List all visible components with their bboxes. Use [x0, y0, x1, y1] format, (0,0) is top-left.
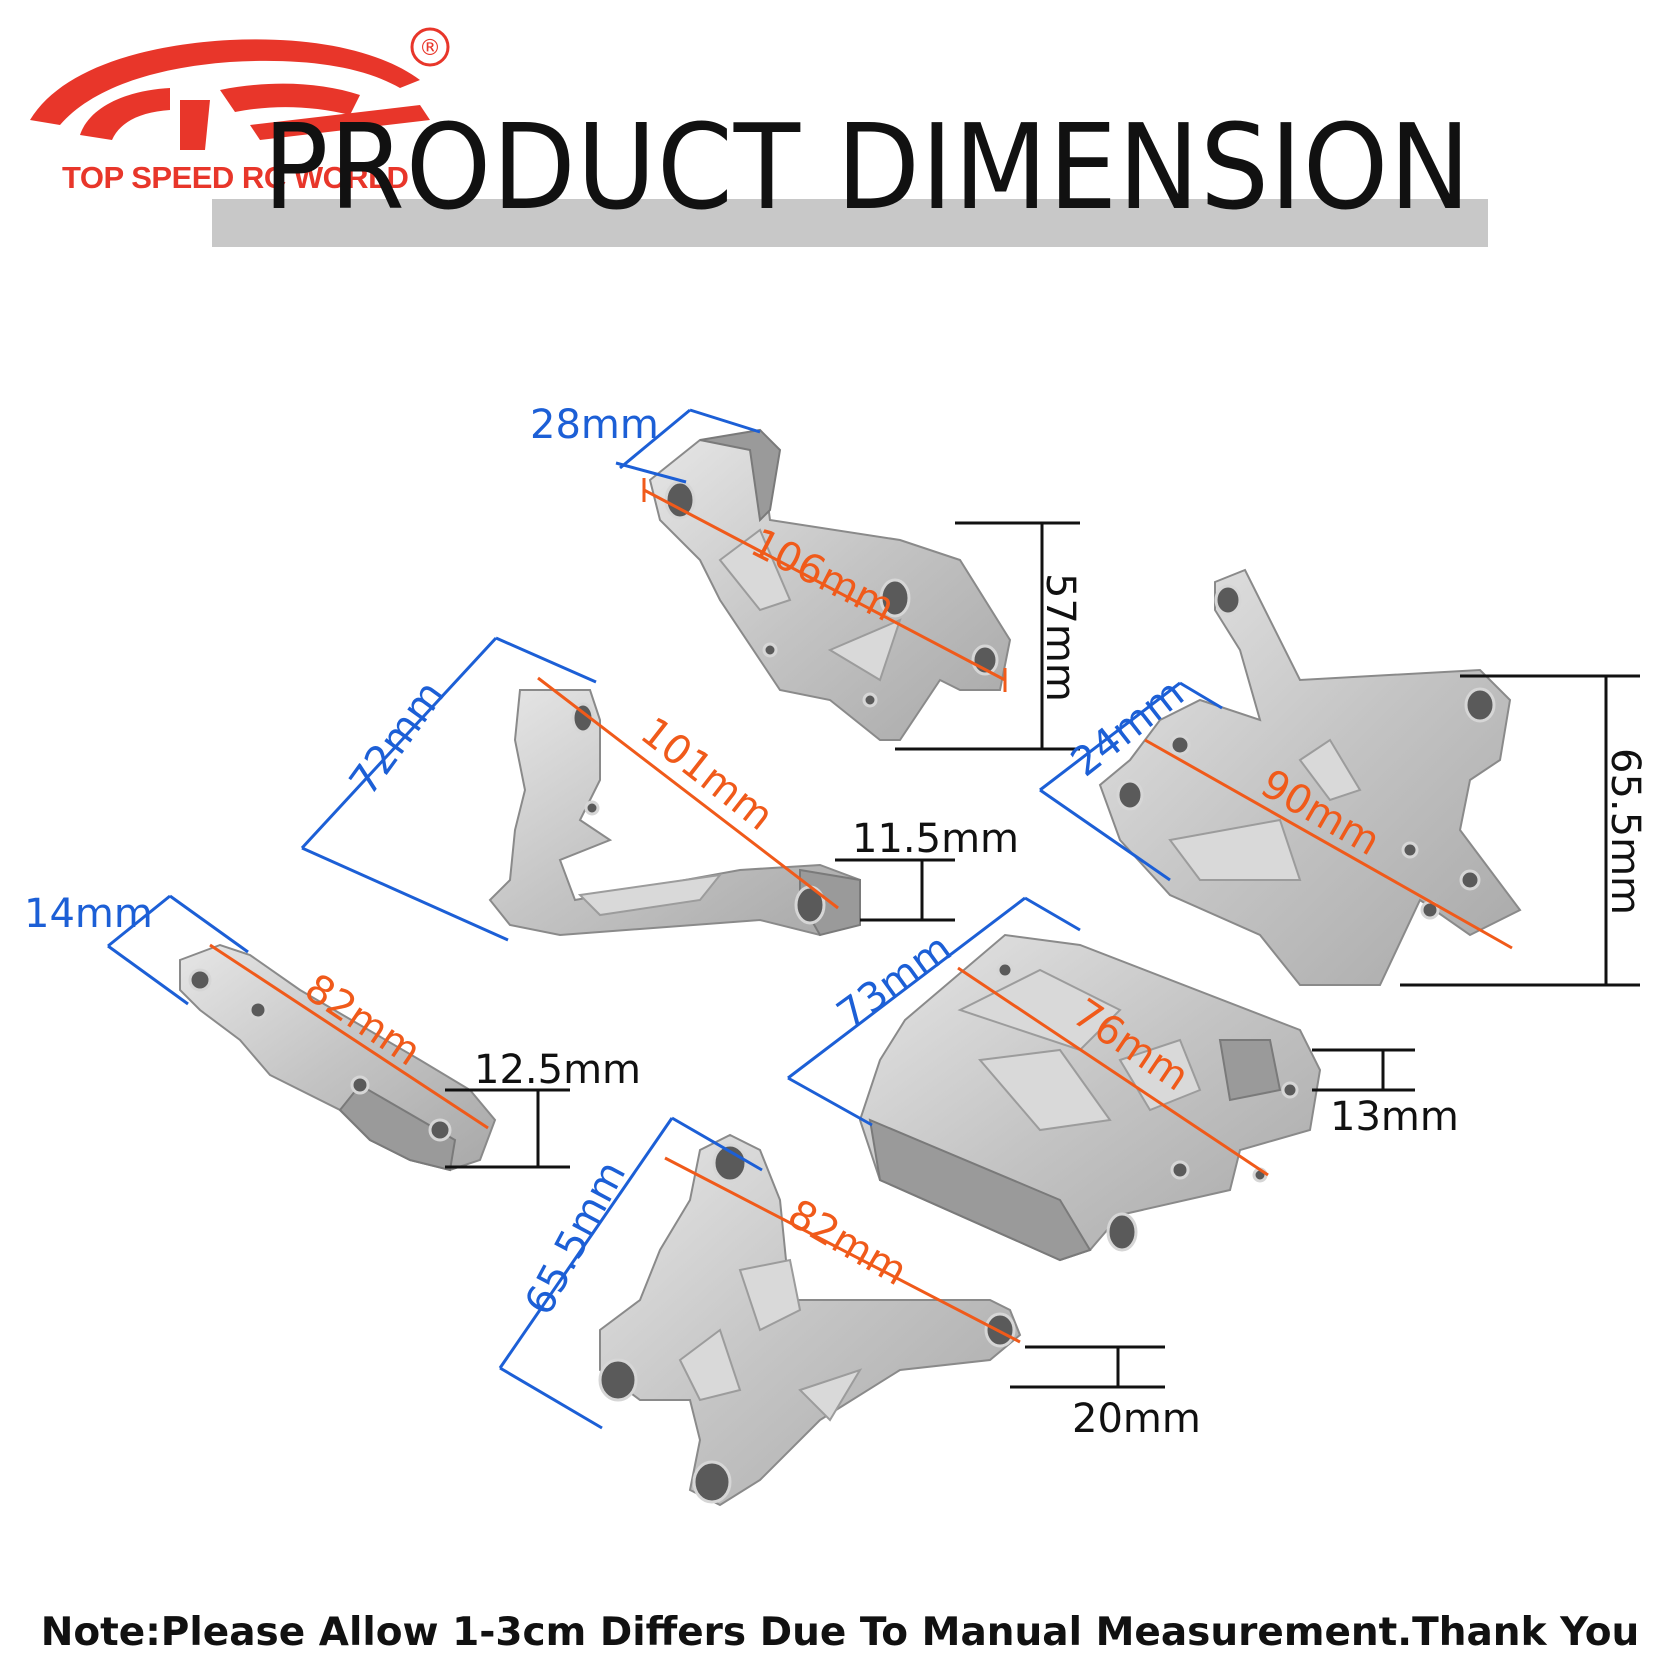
dim-lines-part-1	[615, 408, 1080, 751]
label-part-2-thickness: 11.5mm	[852, 816, 1019, 862]
label-part-5-thickness: 13mm	[1330, 1094, 1459, 1140]
dim-lines-part-2	[300, 636, 955, 942]
registered-mark: ®	[419, 36, 441, 61]
label-part-1-height: 57mm	[1037, 573, 1083, 702]
page-title: PRODUCT DIMENSION	[263, 98, 1472, 236]
part-hinge-block	[179, 943, 497, 1172]
label-part-6-width: 65.5mm	[516, 1154, 635, 1323]
logo-tagline: TOP SPEED RC WORLD	[62, 160, 409, 195]
label-part-2-length: 101mm	[632, 709, 782, 840]
part-bulkhead-plate	[858, 933, 1322, 1262]
brand-logo: ®	[30, 27, 450, 150]
label-part-6-length: 82mm	[780, 1191, 915, 1295]
part-front-brace	[1098, 568, 1522, 986]
label-part-4-thickness: 12.5mm	[474, 1047, 641, 1093]
part-lower-arm	[598, 1133, 1022, 1507]
label-part-6-thickness: 20mm	[1072, 1396, 1201, 1442]
label-part-1-width: 28mm	[530, 402, 659, 448]
dim-lines-part-3	[1039, 674, 1640, 987]
dim-lines-part-5	[787, 896, 1415, 1177]
title-underline-bar	[212, 199, 1488, 247]
dim-lines-part-4	[107, 894, 570, 1169]
measurement-note: Note:Please Allow 1-3cm Differs Due To M…	[40, 1610, 1640, 1655]
dim-lines-part-6	[498, 1116, 1165, 1430]
label-part-3-height: 65.5mm	[1602, 748, 1648, 915]
label-part-2-width: 72mm	[341, 673, 454, 804]
part-shock-tower-upper	[648, 428, 1012, 741]
label-part-4-width: 14mm	[24, 891, 153, 937]
